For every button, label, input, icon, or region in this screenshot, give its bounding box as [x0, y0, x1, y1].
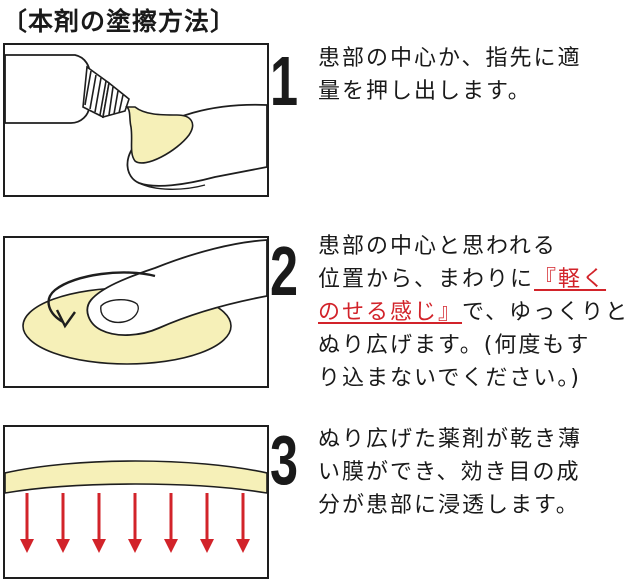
step1-illustration [3, 43, 269, 197]
step2-line3: のせる感じ』で、ゆっくりと、 [318, 300, 624, 325]
step2-line1: 患部の中心と思われる [318, 234, 557, 259]
step1-line2: 量を押し出します。 [318, 79, 532, 104]
step3-illustration [3, 425, 269, 579]
circular-arrow-icon [47, 271, 156, 324]
step1-number: 1 [270, 42, 299, 120]
step2-line2: 位置から、まわりに『軽く [318, 267, 607, 292]
step1-text: 患部の中心か、指先に適 量を押し出します。 [318, 42, 618, 108]
down-arrow-icon [92, 539, 106, 553]
down-arrow-icon [56, 539, 70, 553]
tube-cap-threads [82, 65, 130, 119]
step2-text: 患部の中心と思われる 位置から、まわりに『軽く のせる感じ』で、ゆっくりと、 ぬ… [318, 230, 624, 395]
tube-icon [5, 54, 91, 124]
down-arrow-icon [236, 539, 250, 553]
highlight-text: 『軽く [534, 267, 607, 292]
down-arrow-icon [164, 539, 178, 553]
down-arrow-icon [20, 539, 34, 553]
page-title: 〔本剤の塗擦方法〕 [2, 7, 237, 36]
cream-film [5, 460, 267, 494]
step3-line2: い膜ができ、効き目の成 [318, 460, 581, 485]
fingernail [100, 299, 139, 324]
cream-blob [125, 106, 194, 164]
step3-number: 3 [270, 421, 299, 499]
step2-line5: り込まないでください。) [318, 366, 581, 391]
step3-text: ぬり広げた薬剤が乾き薄 い膜ができ、効き目の成 分が患部に浸透します。 [318, 423, 618, 522]
step3-line3: 分が患部に浸透します。 [318, 493, 580, 518]
step3-line1: ぬり広げた薬剤が乾き薄 [318, 427, 583, 452]
penetration-arrows [20, 493, 250, 553]
down-arrow-icon [200, 539, 214, 553]
down-arrow-icon [128, 539, 142, 553]
step2-line4: ぬり広げます。(何度もす [318, 333, 591, 358]
step2-number: 2 [270, 232, 299, 310]
step2-illustration [3, 236, 269, 388]
step1-line1: 患部の中心か、指先に適 [318, 46, 582, 71]
highlight-text: のせる感じ』 [318, 300, 463, 325]
